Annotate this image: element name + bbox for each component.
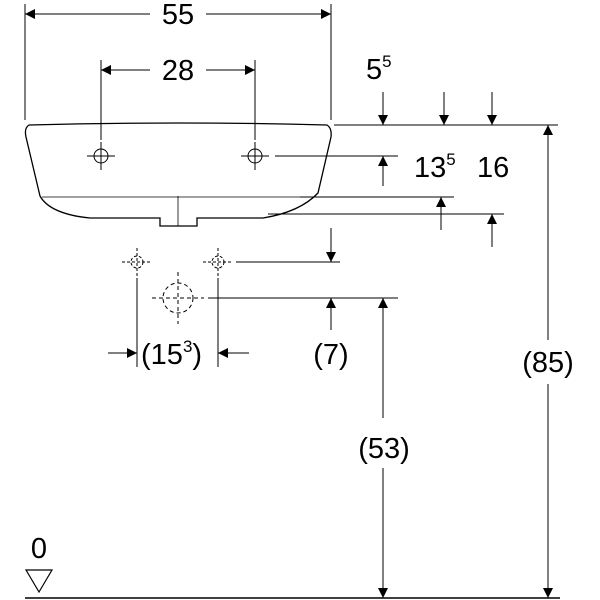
supply-spacing-open: ( xyxy=(141,339,151,371)
waste-height-label: (53) xyxy=(358,433,410,465)
floor-level-label: 0 xyxy=(31,533,47,565)
floor-level-triangle-icon xyxy=(24,569,54,594)
tap-hole-left-icon xyxy=(87,142,115,170)
tap-hole-spacing-label: 28 xyxy=(162,55,194,87)
top-offset-label: 55 xyxy=(366,52,392,86)
waste-outlet-icon xyxy=(152,272,204,324)
tap-hole-depth-sup: 5 xyxy=(446,150,455,169)
supply-point-right-icon xyxy=(203,248,233,276)
supply-offset-label: (7) xyxy=(313,339,348,371)
top-offset-sup: 5 xyxy=(382,52,391,71)
basin-outline xyxy=(24,122,332,227)
supply-spacing-close: ) xyxy=(192,339,202,371)
overall-width-label: 55 xyxy=(162,0,194,31)
supply-spacing-base: 15 xyxy=(151,339,183,371)
tap-hole-depth-label: 135 xyxy=(414,150,456,184)
tap-hole-depth-base: 13 xyxy=(414,152,446,184)
rim-height-label: 16 xyxy=(477,152,509,184)
supply-point-left-icon xyxy=(122,248,152,276)
supply-spacing-sup: 3 xyxy=(183,337,192,356)
extension-lines xyxy=(24,4,560,599)
dimension-lines xyxy=(25,9,553,598)
rim-height-from-floor-label: (85) xyxy=(522,347,574,379)
top-offset-base: 5 xyxy=(366,54,382,86)
tap-hole-right-icon xyxy=(241,142,269,170)
supply-spacing-label: (153) xyxy=(141,337,202,371)
